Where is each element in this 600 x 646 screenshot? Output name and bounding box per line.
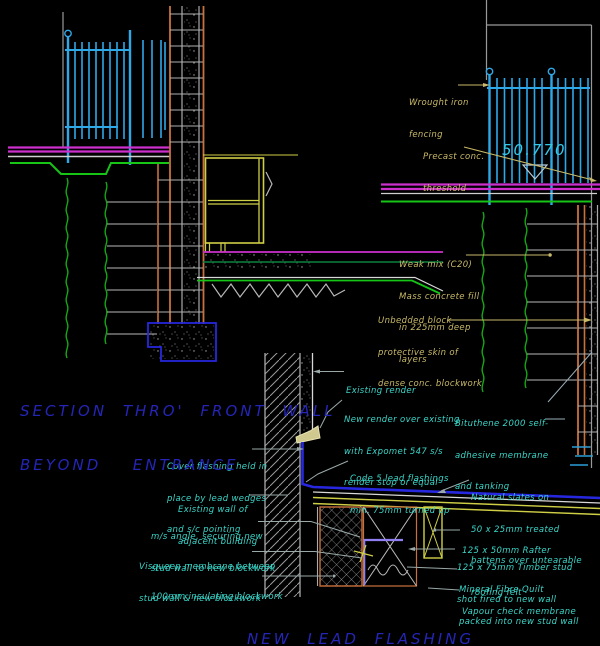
leader-lines-right — [447, 83, 597, 420]
title-front-wall-section: SECTION THRO' FRONT WALL BEYOND ENTRANCE — [20, 402, 336, 474]
label-wrought-iron-fencing: Wrought iron fencing — [409, 98, 469, 140]
lead-flashing-line — [301, 442, 600, 500]
blockwork-wall-right — [570, 205, 599, 466]
ground-level-left — [8, 146, 170, 175]
label-mineral-quilt: Mineral Fibre Quilt packed into new stud… — [459, 585, 579, 627]
label-precast-threshold: Precast conc. threshold — [423, 152, 485, 194]
label-ms-angle: m/s angle, securing new stud wall to new… — [151, 532, 276, 574]
render-stop — [295, 425, 321, 444]
label-new-render: New render over existing with Expomet 54… — [344, 415, 460, 488]
wrought-iron-fence-left — [62, 12, 166, 165]
existing-wall-hatch — [264, 353, 301, 597]
label-vapour-membrane: Vapour check membrane — [462, 607, 577, 617]
label-existing-render: Existing render — [346, 386, 416, 396]
mineral-quilt-squiggle — [367, 564, 409, 576]
label-natural-slates: Natural slates on 50 x 25mm treated batt… — [471, 493, 582, 598]
excavation-right — [481, 207, 577, 393]
excavation-left — [65, 177, 157, 359]
rafter-section — [423, 506, 443, 559]
tanking-detail — [570, 446, 593, 466]
roof-slates-battens — [312, 491, 600, 516]
level-marker-value: 50.770 — [502, 141, 567, 159]
lead-flashing-detail-drawing — [249, 353, 600, 597]
cavity-wall-left — [157, 6, 205, 324]
label-unbedded-block: Unbedded block protective skin of dense … — [378, 316, 483, 389]
label-rafter: 125 x 50mm Rafter — [462, 546, 551, 556]
right-section-drawing — [381, 0, 600, 468]
title-lead-flashing-detail: NEW LEAD FLASHING DETAIL — [247, 630, 475, 646]
label-weak-mix-concrete: Weak mix (C20) Mass concrete fill in 225… — [399, 260, 480, 365]
label-cover-flashing: Cover flashing held in place by lead wed… — [167, 462, 268, 535]
threshold-unit — [203, 154, 298, 253]
insulation-blockwork — [319, 506, 363, 587]
left-section-drawing — [8, 6, 444, 362]
label-existing-wall: Existing wall of adjacent building — [178, 505, 258, 547]
label-visqueen-membrane: Visqueen membrane between stud wall & ne… — [139, 562, 276, 604]
label-timber-stud: 125 x 75mm Timber stud shot fired to new… — [457, 563, 573, 605]
stud-bay — [362, 506, 418, 587]
foundation-left — [147, 322, 217, 362]
wrought-iron-fence-right — [485, 67, 590, 205]
label-insulating-blockwork: 100mm insulating blockwork — [151, 592, 284, 602]
label-code5-flashing: Code 5 lead flashings min. 75mm turned u… — [350, 474, 450, 516]
ground-level-right — [381, 183, 600, 203]
floor-slab — [197, 251, 444, 299]
label-bituthene-membrane: Bituthene 2000 self- adhesive membrane a… — [455, 419, 549, 492]
stud-wall-assembly — [316, 506, 443, 587]
leader-lines-detail — [249, 369, 470, 591]
existing-render-strip — [295, 353, 321, 444]
fixing-cross — [353, 544, 374, 563]
